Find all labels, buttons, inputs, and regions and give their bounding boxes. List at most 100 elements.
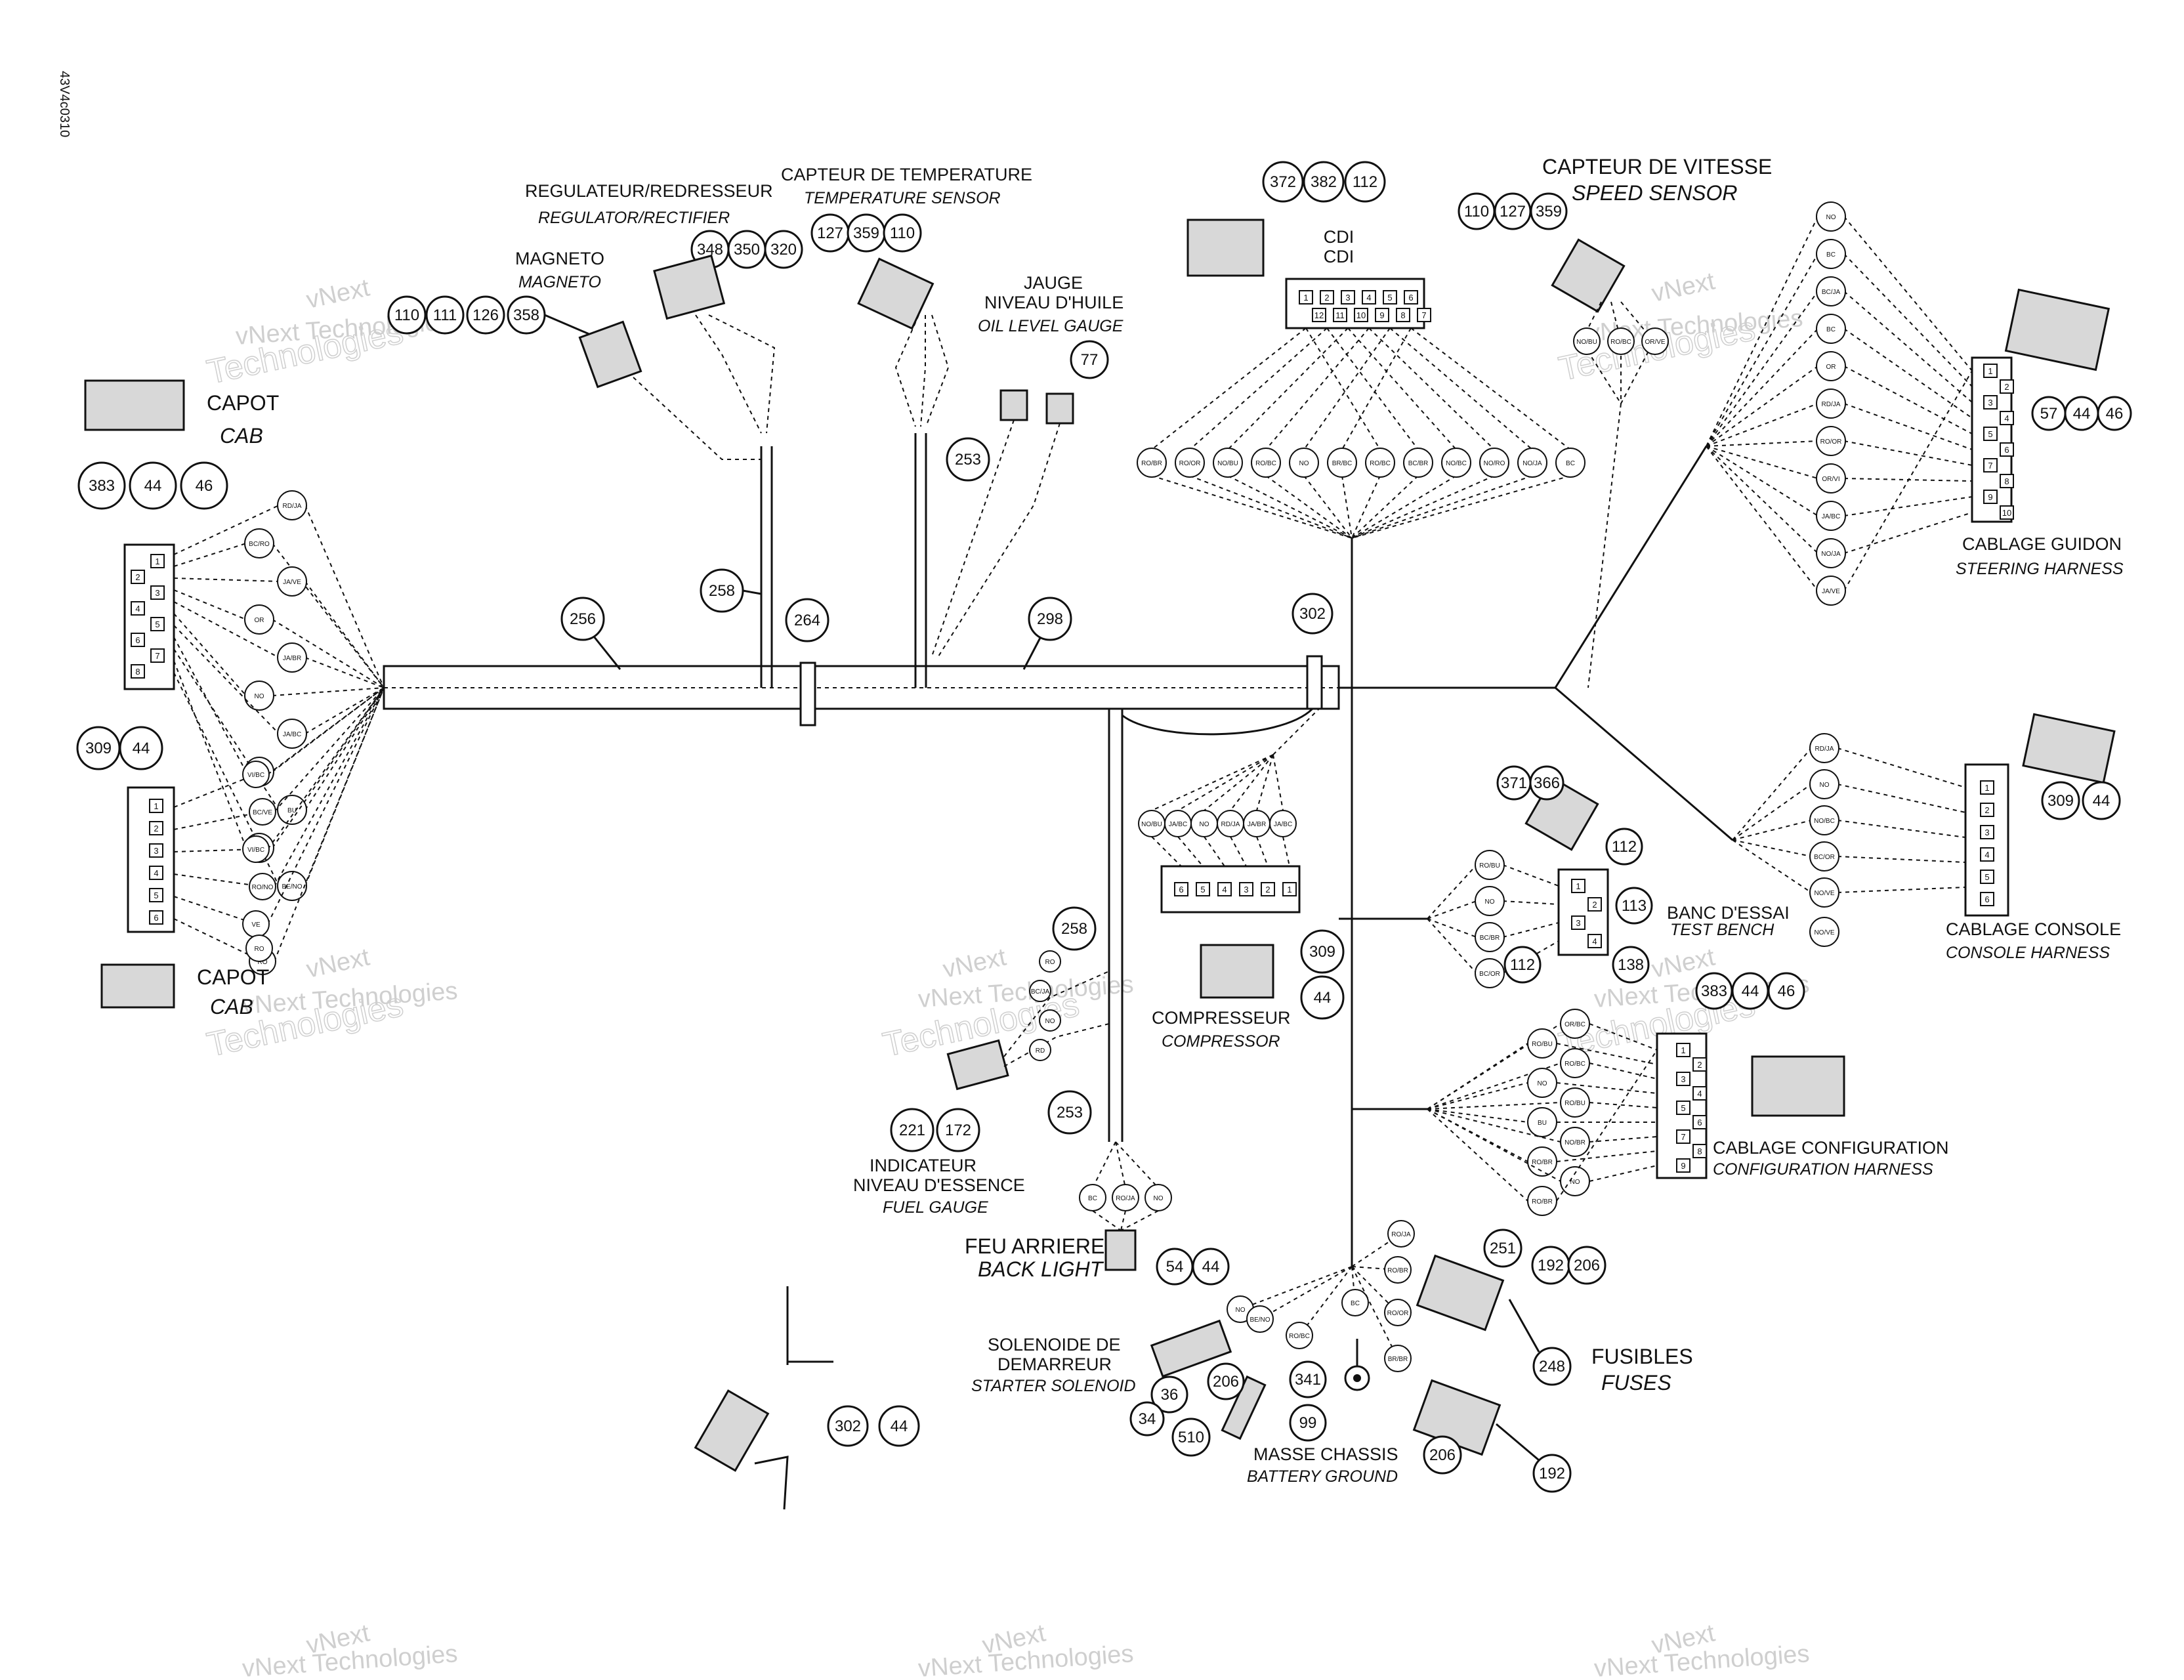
- fuel-wire-tag[interactable]: [1039, 950, 1061, 973]
- guidon-wire-tag[interactable]: [1816, 276, 1846, 306]
- config-wire-tag[interactable]: [1527, 1146, 1557, 1177]
- callout-341[interactable]: [1289, 1360, 1327, 1398]
- callout-264[interactable]: [785, 598, 830, 642]
- cdi-wire-tag[interactable]: [1555, 448, 1586, 478]
- console-wire-tag[interactable]: [1809, 877, 1839, 908]
- guidon-wire-tag[interactable]: [1816, 501, 1846, 531]
- callout-113[interactable]: [1615, 887, 1653, 925]
- banc-wire-tag[interactable]: [1475, 850, 1505, 880]
- callout-221[interactable]: [890, 1108, 934, 1152]
- capot-top-wire-tag[interactable]: [277, 566, 307, 597]
- banc-wire-tag[interactable]: [1475, 958, 1505, 988]
- speed-wire-tag[interactable]: [1641, 327, 1669, 355]
- capot-bottom-wire-tag[interactable]: [249, 873, 276, 900]
- callout-192[interactable]: [1532, 1454, 1572, 1493]
- callout-110[interactable]: [883, 213, 922, 253]
- callout-251[interactable]: [1483, 1228, 1522, 1268]
- callout-44[interactable]: [129, 461, 177, 510]
- speed-wire-tag[interactable]: [1607, 327, 1635, 355]
- callout-206[interactable]: [1207, 1362, 1245, 1400]
- cdi-wire-tag[interactable]: [1327, 448, 1357, 478]
- ground-wire-tag[interactable]: [1384, 1299, 1412, 1326]
- callout-44[interactable]: [2082, 781, 2121, 820]
- callout-248[interactable]: [1532, 1347, 1572, 1386]
- guidon-wire-tag[interactable]: [1816, 388, 1846, 419]
- callout-206[interactable]: [1423, 1435, 1462, 1475]
- config-wire-tag[interactable]: [1560, 1009, 1590, 1039]
- callout-112[interactable]: [1344, 161, 1386, 203]
- cdi-wire-tag[interactable]: [1479, 448, 1509, 478]
- capot-top-wire-tag[interactable]: [277, 871, 307, 901]
- ground-wire-tag[interactable]: [1384, 1345, 1412, 1372]
- cdi-wire-tag[interactable]: [1441, 448, 1471, 478]
- ground-wire-tag[interactable]: [1387, 1220, 1415, 1248]
- callout-253[interactable]: [1047, 1090, 1092, 1135]
- callout-302[interactable]: [827, 1405, 869, 1447]
- capot-bottom-wire-tag[interactable]: [242, 761, 270, 788]
- capot-bottom-wire-tag[interactable]: [242, 835, 270, 863]
- guidon-wire-tag[interactable]: [1816, 426, 1846, 456]
- ground-wire-tag[interactable]: [1341, 1289, 1369, 1316]
- config-wire-tag[interactable]: [1560, 1048, 1590, 1078]
- cdi-wire-tag[interactable]: [1365, 448, 1395, 478]
- callout-34[interactable]: [1129, 1401, 1165, 1437]
- callout-256[interactable]: [560, 597, 605, 641]
- callout-44[interactable]: [878, 1405, 920, 1447]
- callout-46[interactable]: [1767, 972, 1805, 1010]
- console-wire-tag[interactable]: [1809, 769, 1839, 799]
- ground-wire-tag[interactable]: [1286, 1322, 1313, 1349]
- banc-wire-tag[interactable]: [1475, 922, 1505, 952]
- config-wire-tag[interactable]: [1560, 1127, 1590, 1157]
- cdi-wire-tag[interactable]: [1175, 448, 1205, 478]
- speed-wire-tag[interactable]: [1573, 327, 1601, 355]
- cdi-wire-tag[interactable]: [1403, 448, 1433, 478]
- cdi-wire-tag[interactable]: [1517, 448, 1547, 478]
- callout-382[interactable]: [1303, 161, 1345, 203]
- callout-36[interactable]: [1150, 1376, 1188, 1414]
- callout-126[interactable]: [466, 295, 505, 335]
- console-wire-tag[interactable]: [1809, 841, 1839, 872]
- callout-44[interactable]: [119, 726, 163, 770]
- callout-138[interactable]: [1612, 946, 1650, 984]
- console-wire-tag[interactable]: [1809, 805, 1839, 835]
- capot-bottom-wire-tag[interactable]: [249, 798, 276, 826]
- callout-111[interactable]: [425, 295, 465, 335]
- capot-top-wire-tag[interactable]: [277, 795, 307, 825]
- capot-top-wire-tag[interactable]: [277, 642, 307, 673]
- callout-510[interactable]: [1171, 1418, 1211, 1457]
- callout-383[interactable]: [77, 461, 126, 510]
- config-wire-tag[interactable]: [1527, 1186, 1557, 1216]
- callout-309[interactable]: [1300, 929, 1345, 974]
- callout-112[interactable]: [1605, 828, 1643, 866]
- compresseur-wire-tag[interactable]: [1269, 810, 1297, 837]
- callout-253[interactable]: [946, 437, 990, 482]
- config-wire-tag[interactable]: [1527, 1028, 1557, 1059]
- callout-46[interactable]: [2097, 396, 2132, 431]
- callout-77[interactable]: [1070, 340, 1109, 379]
- guidon-wire-tag[interactable]: [1816, 201, 1846, 232]
- callout-99[interactable]: [1289, 1404, 1327, 1442]
- callout-44[interactable]: [1300, 975, 1345, 1020]
- cdi-wire-tag[interactable]: [1251, 448, 1281, 478]
- cdi-wire-tag[interactable]: [1213, 448, 1243, 478]
- capot-top-wire-tag[interactable]: [244, 604, 274, 635]
- guidon-wire-tag[interactable]: [1816, 576, 1846, 606]
- callout-258[interactable]: [1052, 906, 1097, 951]
- callout-359[interactable]: [1530, 192, 1568, 230]
- fuel-wire-tag[interactable]: [1029, 1039, 1051, 1061]
- config-wire-tag[interactable]: [1527, 1068, 1557, 1098]
- guidon-wire-tag[interactable]: [1816, 314, 1846, 344]
- callout-309[interactable]: [2041, 781, 2080, 820]
- capot-bottom-wire-tag[interactable]: [245, 934, 273, 962]
- callout-206[interactable]: [1567, 1246, 1606, 1285]
- callout-298[interactable]: [1028, 597, 1072, 641]
- guidon-wire-tag[interactable]: [1816, 538, 1846, 568]
- config-wire-tag[interactable]: [1560, 1166, 1590, 1196]
- callout-112[interactable]: [1503, 946, 1542, 984]
- ground-wire-tag[interactable]: [1384, 1256, 1412, 1284]
- guidon-wire-tag[interactable]: [1816, 351, 1846, 381]
- fuel-wire-tag[interactable]: [1029, 980, 1051, 1002]
- callout-366[interactable]: [1529, 765, 1564, 801]
- cdi-wire-tag[interactable]: [1289, 448, 1319, 478]
- console-wire-tag[interactable]: [1809, 917, 1839, 947]
